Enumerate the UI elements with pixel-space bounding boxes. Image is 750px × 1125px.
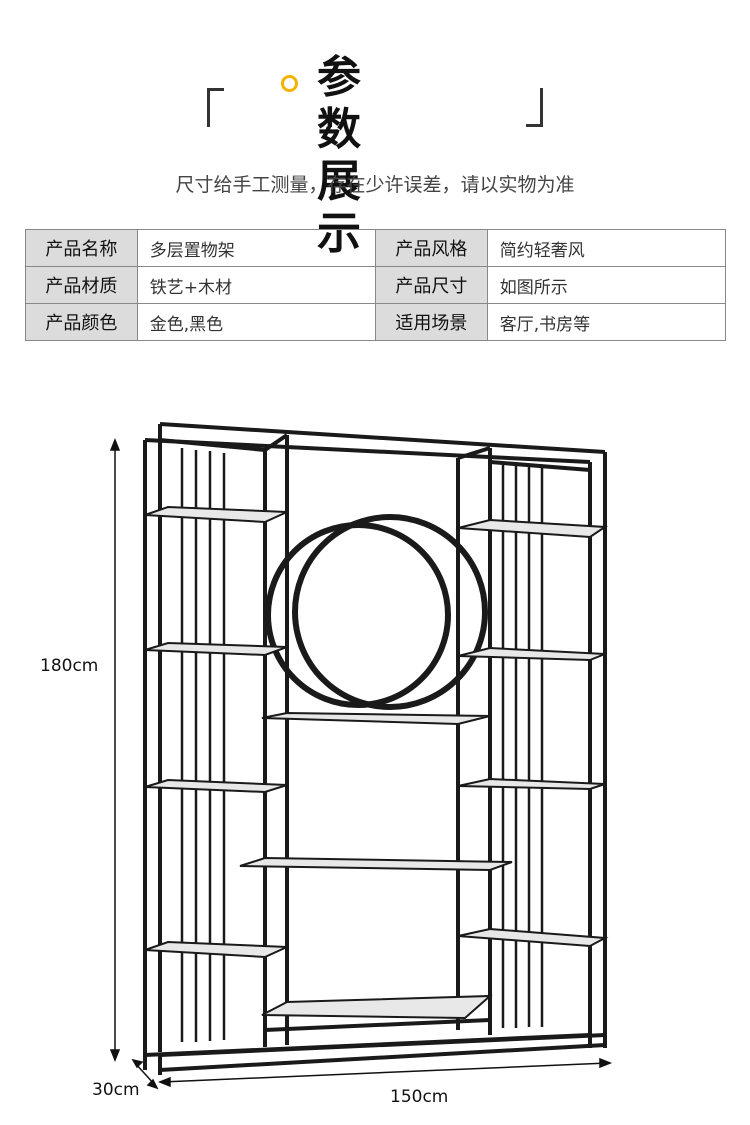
- spec-label: 产品风格: [375, 229, 488, 267]
- spec-value: 客厅,书房等: [486, 303, 727, 341]
- measurement-note: 尺寸给手工测量，存在少许误差，请以实物为准: [175, 174, 575, 196]
- spec-label: 产品材质: [25, 266, 138, 304]
- spec-value: 多层置物架: [136, 229, 377, 267]
- header: 参 数 展 示: [0, 0, 750, 259]
- table-row: 产品材质 铁艺+木材 产品尺寸 如图所示: [25, 266, 727, 304]
- spec-value: 如图所示: [486, 266, 727, 304]
- circle-dot-icon: [281, 75, 298, 92]
- spec-label: 适用场景: [375, 303, 488, 341]
- spec-value: 金色,黑色: [136, 303, 377, 341]
- width-dimension-label: 150cm: [390, 1087, 449, 1107]
- spec-value: 铁艺+木材: [136, 266, 377, 304]
- right-bracket-decoration: [526, 88, 543, 127]
- spec-value: 简约轻奢风: [486, 229, 727, 267]
- spec-label: 产品尺寸: [375, 266, 488, 304]
- height-dimension-label: 180cm: [40, 656, 99, 676]
- left-bracket-decoration: [207, 88, 224, 127]
- shelf-illustration: [109, 422, 613, 1090]
- spec-label: 产品颜色: [25, 303, 138, 341]
- spec-label: 产品名称: [25, 229, 138, 267]
- spec-table: 产品名称 多层置物架 产品风格 简约轻奢风 产品材质 铁艺+木材 产品尺寸 如图…: [25, 229, 727, 341]
- table-row: 产品颜色 金色,黑色 适用场景 客厅,书房等: [25, 303, 727, 341]
- depth-dimension-label: 30cm: [92, 1080, 140, 1100]
- table-row: 产品名称 多层置物架 产品风格 简约轻奢风: [25, 229, 727, 267]
- title-line-1: 参 数: [317, 52, 383, 155]
